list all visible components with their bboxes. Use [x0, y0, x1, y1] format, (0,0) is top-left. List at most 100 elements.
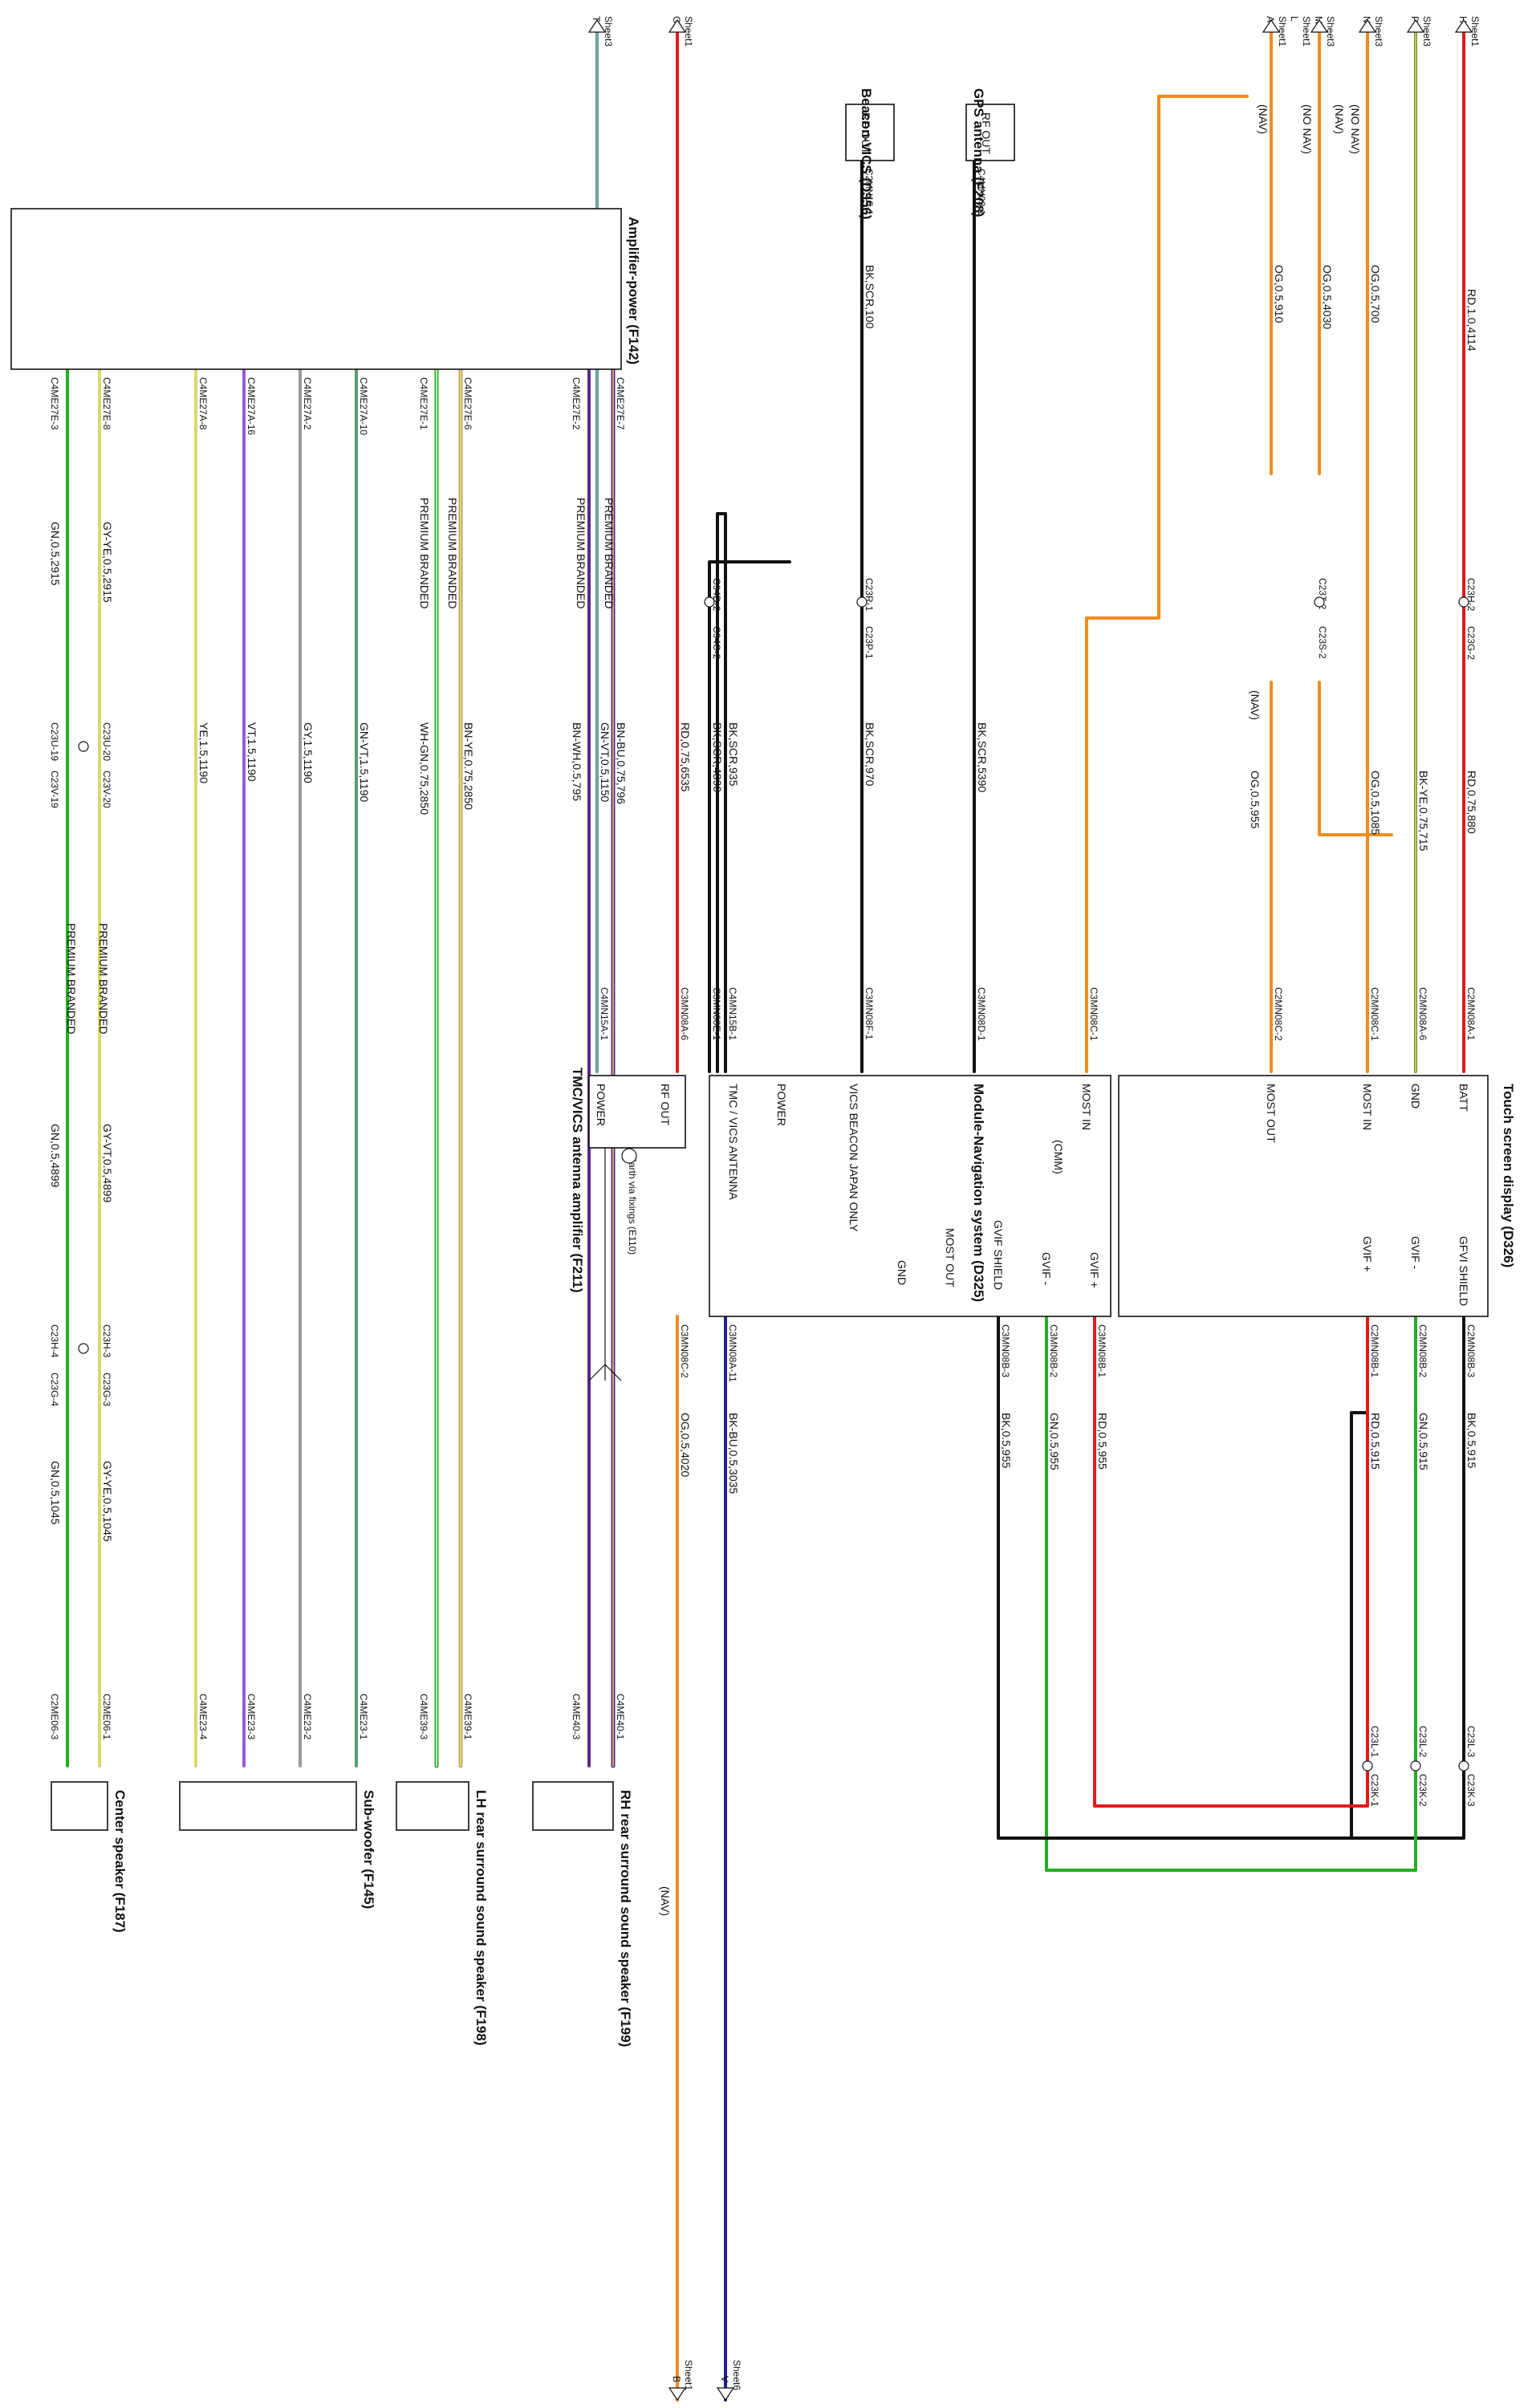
amp-box — [10, 208, 622, 370]
offsheet-n-sheet: Sheet3 — [1373, 16, 1384, 47]
offsheet-b: B — [671, 2376, 682, 2382]
cn-c2me06-3: C2ME06-3 — [49, 1694, 60, 1740]
wl-gn915: GN,0.5,915 — [1417, 1413, 1430, 1470]
cn-c4me23-3: C4ME23-3 — [246, 1694, 257, 1740]
beacon-title: Beacon-VICS (D356) — [859, 88, 874, 219]
wire-og-4030 — [1318, 31, 1393, 836]
nav-pin-vics: VICS BEACON JAPAN ONLY — [847, 1084, 860, 1232]
cn-c4me40-1: C4ME40-1 — [615, 1694, 626, 1740]
cn-c23s2: C23S-2 — [1317, 626, 1328, 659]
cn-c23l3: C23L-3 — [1465, 1726, 1477, 1758]
cn-c2mn08b1: C2MN08B-1 — [1369, 1324, 1380, 1377]
tmc-pin-rf: RF OUT — [659, 1084, 672, 1126]
wl-bn5915: BK,0.5,915 — [1465, 1413, 1478, 1468]
cn-c4me27e3: C4ME27E-3 — [49, 377, 60, 430]
note-premium-3: PREMIUM BRANDED — [446, 498, 459, 608]
cn-c94c2: C94C-2 — [711, 626, 722, 660]
offsheet-p-sheet: Sheet3 — [1421, 16, 1432, 47]
wire-rd-955 — [1093, 1315, 1313, 1808]
lh-rear-title: LH rear surround sound speaker (F198) — [473, 1790, 489, 2045]
wl-bkbu3035: BK-BU,0.5,3035 — [727, 1413, 740, 1494]
amp-title: Amplifier-power (F142) — [626, 217, 641, 364]
wl-rd6535: RD,0.75,6535 — [679, 722, 692, 792]
cn-c23g3: C23G-3 — [101, 1373, 112, 1406]
cn-c23u19: C23U-19 — [49, 722, 60, 761]
wl-gnvt1190: GN-VT,1.5,1190 — [358, 722, 371, 803]
wl-gn955: GN,0.5,955 — [1048, 1413, 1061, 1470]
ts-pin-gvif-plus: GVIF + — [1361, 1236, 1374, 1272]
cn-c2mn08a1: C2MN08A-1 — [1465, 987, 1477, 1040]
wire-bk-955 — [997, 1315, 1353, 1840]
wl-ye1190: YE,1.5,1190 — [197, 722, 210, 783]
wl-gn1045: GN,0.5,1045 — [49, 1461, 62, 1525]
gps-title: GPS antenna (F208) — [971, 88, 986, 218]
sub-title: Sub-woofer (F145) — [361, 1790, 376, 1909]
offsheet-h-sheet: Sheet1 — [1469, 16, 1481, 47]
tmc-amp-box — [588, 1075, 686, 1149]
cn-c2mn08c1: C2MN08C-1 — [1369, 987, 1380, 1041]
wl-bk955: BK,0.5,955 — [1000, 1413, 1013, 1468]
cn-c3mn08b1: C3MN08B-1 — [1096, 1324, 1107, 1377]
cn-c4me27a8: C4ME27A-8 — [197, 377, 209, 430]
wl-gn2915: GN,0.5,2915 — [49, 522, 62, 586]
tmc-amp-title: TMC/VICS antenna amplifier (F211) — [570, 1068, 585, 1293]
wire-gn-955 — [1045, 1315, 1329, 1872]
offsheet-a: A — [1265, 16, 1276, 22]
note-nav-3: (NAV) — [1249, 690, 1262, 720]
note-nav-1: (NAV) — [1333, 104, 1346, 134]
ts-pin-gvif-minus: GVIF - — [1409, 1236, 1422, 1270]
wl-bkscr4890: BK,SCR,4890 — [711, 722, 724, 792]
wire-bkscr-935 — [716, 512, 727, 1073]
cn-c3mn08e1: C3MN08E-1 — [711, 987, 722, 1040]
wl-gyvt4899: GY-VT,0.5,4899 — [101, 1124, 114, 1203]
cn-c4me39-1: C4ME39-1 — [462, 1694, 473, 1740]
navigation-title: Module-Navigation system (D325) — [971, 1084, 986, 1302]
cn-c4me27a2: C4ME27A-2 — [302, 377, 313, 430]
wl-gnvt1150: GN-VT,0.5,1150 — [599, 722, 612, 803]
wl-og4020: OG,0.5,4020 — [679, 1413, 692, 1477]
cn-c23u20: C23U-20 — [101, 722, 112, 761]
cn-c4me27e8: C4ME27E-8 — [101, 377, 112, 430]
note-premium-1: PREMIUM BRANDED — [603, 498, 616, 608]
offsheet-p: P — [1409, 16, 1420, 22]
cn-c23v20: C23V-20 — [101, 771, 112, 808]
note-nav-4: (NAV) — [659, 1886, 672, 1916]
wire-gn-915 — [1326, 1315, 1417, 1872]
wire-og-loop — [1085, 95, 1249, 1073]
cn-c4me27e7: C4ME27E-7 — [615, 377, 626, 430]
cn-c4me40-3: C4ME40-3 — [571, 1694, 582, 1740]
wl-vt1190: VT,1.5,1190 — [246, 722, 258, 782]
cn-c2mn08c2: C2MN08C-2 — [1273, 987, 1284, 1041]
ts-pin-most-out: MOST OUT — [1265, 1084, 1278, 1143]
note-nav-2: (NAV) — [1257, 104, 1270, 134]
cn-c4me27a10: C4ME27A-10 — [358, 377, 369, 435]
nav-pin-tmc: TMC / VICS ANTENNA — [727, 1084, 740, 1200]
gps-box — [965, 104, 1015, 161]
cn-c4mn15a1: C4MN15A-1 — [599, 987, 610, 1040]
cn-c23h2: C23H-2 — [1465, 578, 1477, 612]
beacon-box — [845, 104, 895, 161]
ts-pin-batt: BATT — [1457, 1084, 1470, 1112]
rh-rear-box — [532, 1781, 614, 1831]
cn-c3mn08d1: C3MN08D-1 — [976, 987, 987, 1041]
cn-c23k3: C23K-3 — [1465, 1774, 1477, 1807]
offsheet-m-sheet: Sheet3 — [1325, 16, 1336, 47]
cn-c3mn08b3: C3MN08B-3 — [1000, 1324, 1011, 1377]
tmc-pin-power: POWER — [595, 1084, 607, 1126]
nav-pin-cmm: (CMM) — [1052, 1140, 1065, 1174]
note-premium-2: PREMIUM BRANDED — [575, 498, 587, 608]
cn-c3mn08a11: C3MN08A-11 — [727, 1324, 738, 1382]
wl-gyye2915: GY-YE,0.5,2915 — [101, 522, 114, 603]
note-no-nav-1: (NO NAV) — [1301, 104, 1314, 154]
cn-c3mn08b2: C3MN08B-2 — [1048, 1324, 1059, 1377]
nav-pin-gvif-plus: GVIF + — [1088, 1252, 1101, 1288]
cn-c4me23-2: C4ME23-2 — [302, 1694, 313, 1740]
ts-pin-most-in: MOST IN — [1361, 1084, 1374, 1130]
wl-bnye2850: BN-YE,0.75,2850 — [462, 722, 475, 810]
cn-c4me27e6: C4ME27E-6 — [462, 377, 473, 430]
offsheet-l-sheet: Sheet1 — [1301, 16, 1312, 47]
touch-screen-box — [1118, 1075, 1489, 1317]
wl-rd4114: RD,1.0,4114 — [1465, 289, 1478, 352]
offsheet-v: V — [719, 2376, 730, 2382]
